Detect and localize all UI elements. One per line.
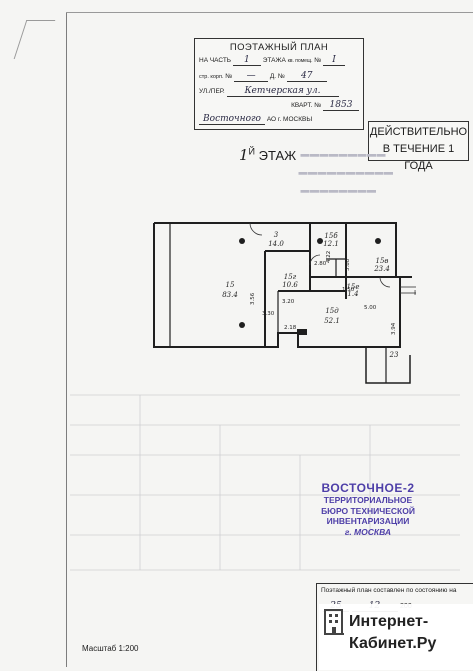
validity-box: ДЕЙСТВИТЕЛЬНО В ТЕЧЕНИЕ 1 ГОДА bbox=[368, 121, 469, 172]
watermark-line-1: Интернет- bbox=[349, 613, 429, 630]
page-margin-line bbox=[66, 12, 67, 667]
dimension-label: 1.50 bbox=[342, 287, 355, 293]
plan-title: ПОЭТАЖНЫЙ ПЛАН bbox=[229, 42, 329, 53]
room-number: I bbox=[323, 55, 346, 66]
stamp-line-3: БЮРО ТЕХНИЧЕСКОЙ bbox=[321, 505, 415, 516]
floor-word-label: ЭТАЖ bbox=[258, 148, 297, 163]
bleed-through-text: ▬▬▬▬▬▬▬▬▬ bbox=[300, 152, 386, 162]
district-row: Восточного АО г. МОСКВЫ bbox=[199, 114, 359, 125]
watermark-text: Интернет- Кабинет.Ру bbox=[349, 611, 436, 655]
stamp-line-1: ВОСТОЧНОЕ-2 bbox=[321, 481, 415, 495]
street-label: УЛ./ПЕР. bbox=[199, 88, 225, 95]
house-number: 47 bbox=[286, 71, 327, 82]
dimension-label: 4.22 bbox=[326, 251, 332, 263]
dimension-label: 3.88 bbox=[345, 258, 351, 271]
room-area: 23.4 bbox=[373, 265, 390, 273]
dimension-label: 2.80 bbox=[314, 261, 327, 267]
dimension-label: 2.18 bbox=[284, 325, 297, 331]
building-label: стр. корп. bbox=[199, 74, 224, 80]
street-row: УЛ./ПЕР. Кетчерская ул. bbox=[199, 86, 359, 97]
dimension-label: 3.30 bbox=[262, 311, 275, 317]
room-label: 3 bbox=[274, 231, 279, 239]
watermark-line-2: Кабинет.Ру bbox=[349, 635, 437, 652]
room-area: 52.1 bbox=[324, 317, 340, 325]
faint-table-background bbox=[70, 394, 460, 571]
building-row: стр. корп. № — Д. № 47 bbox=[199, 71, 359, 82]
floor-suffix: Й bbox=[248, 146, 256, 157]
room-area: 14.0 bbox=[268, 240, 284, 248]
room-label: 15б bbox=[324, 232, 338, 240]
bleed-through-text: ▬▬▬▬▬▬▬▬ bbox=[300, 188, 376, 198]
room-label: 15е bbox=[346, 283, 359, 291]
stamp-line-2: ТЕРРИТОРИАЛЬНОЕ bbox=[323, 495, 413, 505]
room-label: 23 bbox=[389, 351, 399, 359]
bleed-through-text: ▬▬▬▬▬▬▬▬▬▬ bbox=[298, 170, 393, 180]
page-top-line bbox=[66, 12, 473, 13]
building-logo-icon bbox=[324, 609, 344, 635]
district-value: Восточного bbox=[199, 114, 265, 125]
floor-word: ЭТАЖА bbox=[262, 57, 286, 64]
bti-stamp: ВОСТОЧНОЕ-2 ТЕРРИТОРИАЛЬНОЕ БЮРО ТЕХНИЧЕ… bbox=[293, 481, 443, 556]
part-row: НА ЧАСТЬ 1 ЭТАЖА кв. помещ. № I bbox=[199, 55, 359, 66]
room-area: 12.1 bbox=[323, 240, 339, 248]
room-label: 15г bbox=[284, 273, 297, 281]
stamp-line-5: г. МОСКВА bbox=[344, 526, 392, 537]
floor-plan: 15 83.4 3 14.0 15б 12.1 15в 23.4 15г 10.… bbox=[153, 222, 416, 384]
scale-label: Масштаб 1:200 bbox=[82, 644, 139, 653]
house-label: Д. № bbox=[269, 73, 285, 80]
block-value: 1853 bbox=[323, 100, 359, 111]
dimension-label: 3.20 bbox=[282, 299, 295, 305]
block-row: КВАРТ. № 1853 bbox=[199, 100, 359, 111]
room-type-label: кв. помещ. bbox=[287, 58, 313, 64]
room-area: 1.4 bbox=[347, 290, 358, 298]
compiled-text: Поэтажный план составлен по состоянию на bbox=[321, 587, 457, 594]
district-label: АО г. МОСКВЫ bbox=[266, 116, 313, 123]
block-label: КВАРТ. № bbox=[291, 102, 322, 109]
number-label: № bbox=[314, 57, 322, 64]
building-number-label: № bbox=[225, 73, 233, 80]
dimension-label: 3.56 bbox=[250, 292, 256, 305]
floor-label: 1Й ЭТАЖ bbox=[239, 146, 296, 164]
corner-mark bbox=[13, 20, 56, 59]
validity-line-1: ДЕЙСТВИТЕЛЬНО bbox=[369, 126, 468, 138]
dimension-label: 3.94 bbox=[391, 322, 397, 335]
dimension-label: 5.00 bbox=[364, 305, 377, 311]
room-area: 83.4 bbox=[222, 291, 238, 299]
part-value: 1 bbox=[232, 55, 261, 66]
room-label: 15в bbox=[376, 257, 389, 265]
axis-label: I bbox=[414, 289, 416, 297]
room-area: 10.6 bbox=[282, 281, 298, 289]
part-label: НА ЧАСТЬ bbox=[199, 57, 232, 64]
building-value: — bbox=[234, 71, 269, 82]
room-label: 15д bbox=[325, 307, 339, 315]
floor-number: 1 bbox=[239, 146, 249, 164]
street-value: Кетчерская ул. bbox=[226, 86, 339, 97]
room-label: 15 bbox=[226, 281, 235, 289]
site-watermark: Интернет- Кабинет.Ру bbox=[319, 604, 473, 670]
stamp-line-4: ИНВЕНТАРИЗАЦИИ bbox=[326, 516, 410, 526]
validity-line-2: В ТЕЧЕНИЕ 1 ГОДА bbox=[382, 143, 455, 172]
header-box: ПОЭТАЖНЫЙ ПЛАН НА ЧАСТЬ 1 ЭТАЖА кв. поме… bbox=[194, 38, 364, 130]
